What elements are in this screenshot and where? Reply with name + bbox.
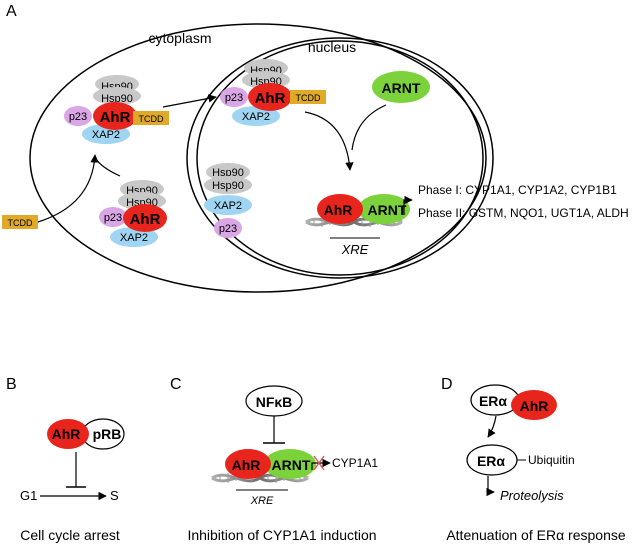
- arnt-label: ARNT: [368, 202, 407, 218]
- panel-b: B AhR pRB G1 S Cell cycle arrest: [6, 376, 125, 543]
- xap2-shape: [232, 106, 280, 126]
- arnt-label: ARNT: [272, 457, 311, 473]
- degradation-arrow: [487, 415, 497, 438]
- hsp90-label: Hsp90: [212, 180, 244, 192]
- panel-d: D ERα AhR ERα Ubiquitin Proteolysis Atte…: [441, 376, 626, 543]
- tcdd-box-outside: [2, 215, 38, 229]
- transcription-arrow: [403, 195, 413, 215]
- s-label: S: [110, 488, 119, 503]
- nucleus-label: nucleus: [308, 39, 356, 55]
- ahr-complex-nucleus: Hsp90 Hsp90 p23 XAP2 AhR TCDD: [220, 59, 326, 126]
- hsp90-label: Hsp90: [212, 167, 244, 179]
- p23-shape: [214, 218, 242, 238]
- p23-shape: [64, 106, 92, 126]
- arnt-shape: [358, 194, 410, 224]
- tcdd-label: TCDD: [139, 114, 164, 124]
- p23-shape: [99, 207, 127, 227]
- ahr-shape: [511, 390, 557, 420]
- complex-merge-line: [94, 157, 121, 177]
- prb-label: pRB: [93, 426, 122, 442]
- nfkb-label: NFκB: [256, 394, 293, 410]
- p23-shape: [220, 87, 248, 107]
- ahr-label: AhR: [130, 211, 161, 228]
- transcription-arrow: [311, 458, 331, 470]
- proteolysis-arrow: [486, 476, 495, 497]
- cytoplasm-label: cytoplasm: [148, 30, 211, 46]
- arnt-shape: [372, 71, 430, 103]
- ahr-to-dna-arrow: [304, 111, 354, 171]
- phase1-genes: Phase I: CYP1A1, CYP1A2, CYP1B1: [418, 183, 617, 197]
- ahr-shape: [317, 194, 363, 224]
- cell-membrane: [29, 23, 487, 293]
- ahr-label: AhR: [255, 90, 286, 107]
- proteolysis-label: Proteolysis: [500, 488, 564, 503]
- g1-label: G1: [20, 488, 37, 503]
- hsp90-shape: [93, 87, 141, 105]
- xap2-label: XAP2: [120, 232, 148, 244]
- hsp90-shape: [206, 163, 250, 181]
- panel-c-letter: C: [170, 376, 182, 393]
- cyp-label: CYP1A1: [332, 456, 378, 470]
- ahr-label: AhR: [324, 202, 353, 218]
- ahr-complex-cytoplasm-top: Hsp90 Hsp90 p23 XAP2 AhR TCDD: [64, 75, 169, 144]
- ahr-shape: [225, 449, 271, 479]
- tcdd-box: [133, 111, 169, 125]
- ahr-complex-cytoplasm-bottom: Hsp90 Hsp90 p23 XAP2 AhR: [99, 180, 167, 247]
- ubiquitin-label: Ubiquitin: [528, 453, 575, 467]
- tcdd-binding-arrow: [37, 154, 99, 223]
- panel-a: A cytoplasm nucleus Hsp90 Hsp90 p23 XAP2…: [2, 3, 629, 293]
- p23-label: p23: [69, 111, 87, 123]
- p23-label: p23: [225, 92, 243, 104]
- tcdd-label: TCDD: [296, 93, 321, 103]
- p23-label: p23: [104, 212, 122, 224]
- panel-d-caption: Attenuation of ERα response: [446, 527, 626, 543]
- ahr-shape: [248, 83, 292, 111]
- panel-d-letter: D: [441, 376, 453, 393]
- xre-label: XRE: [250, 495, 274, 507]
- ahr-label: AhR: [100, 109, 131, 126]
- panel-c: C NFκB AhR ARNT XRE CYP1A1 Inhibition of…: [170, 376, 378, 543]
- panel-c-caption: Inhibition of CYP1A1 induction: [187, 527, 376, 543]
- ahr-shape: [93, 102, 137, 130]
- released-chaperones: Hsp90 Hsp90 XAP2 p23: [204, 163, 252, 238]
- nucleus-outer: [186, 37, 494, 279]
- arnt-to-dna-line: [351, 104, 387, 151]
- arnt-label: ARNT: [382, 80, 421, 96]
- phase2-genes: Phase II: GSTM, NQO1, UGT1A, ALDH: [418, 206, 629, 220]
- ahr-label: AhR: [520, 398, 549, 414]
- panel-a-letter: A: [6, 3, 17, 20]
- xre-label: XRE: [341, 242, 369, 257]
- hsp90-label: Hsp90: [101, 93, 133, 105]
- arnt-shape: [264, 449, 316, 479]
- panel-b-caption: Cell cycle arrest: [20, 527, 120, 543]
- ahr-shape: [123, 204, 167, 232]
- translocation-arrow: [162, 94, 217, 108]
- ahr-label: AhR: [52, 426, 81, 442]
- ahr-shape: [47, 419, 89, 449]
- er-label: ERα: [477, 453, 505, 469]
- tcdd-label: TCDD: [8, 218, 33, 228]
- ahr-label: AhR: [232, 457, 261, 473]
- p23-label: p23: [219, 223, 237, 235]
- hsp90-shape: [204, 176, 252, 194]
- xap2-shape: [110, 227, 158, 247]
- blocked-x-icon: [313, 455, 325, 471]
- xap2-shape: [204, 195, 252, 215]
- er-label: ERα: [479, 393, 507, 409]
- nucleus-inner: [196, 40, 484, 276]
- xap2-label: XAP2: [92, 129, 120, 141]
- xap2-label: XAP2: [242, 111, 270, 123]
- tcdd-box: [290, 90, 326, 104]
- panel-b-letter: B: [6, 376, 17, 393]
- xap2-label: XAP2: [214, 200, 242, 212]
